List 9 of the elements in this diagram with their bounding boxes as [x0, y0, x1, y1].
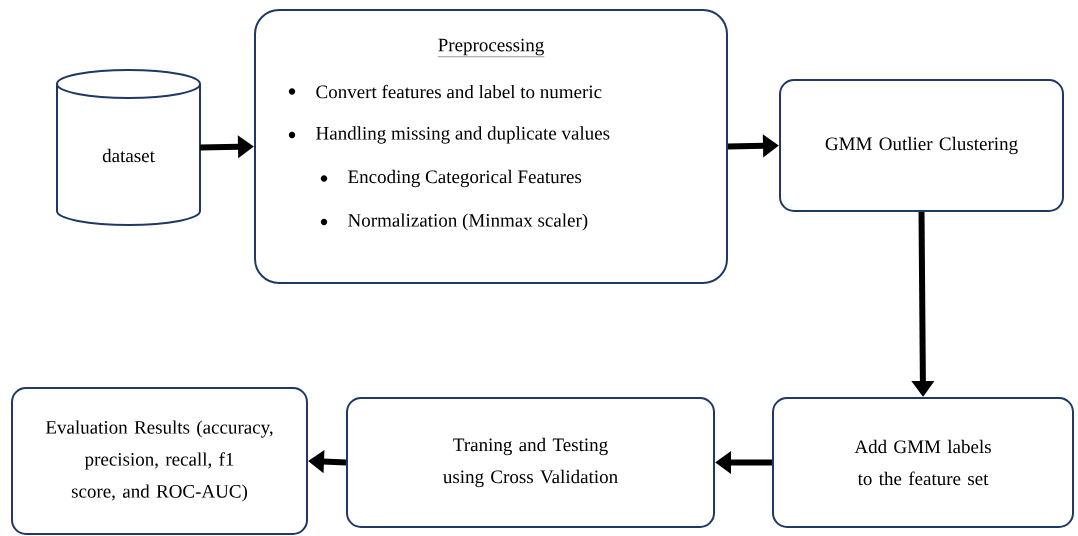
bullet-item: Normalization (Minmax scaler) — [320, 213, 588, 231]
bullet-item: Convert features and label to numeric — [288, 84, 602, 99]
bullet-item: Handling missing and duplicate values — [288, 126, 610, 144]
database-cylinder: dataset — [56, 69, 201, 226]
process-box: Add GMM labels to the feature set — [772, 397, 1074, 528]
process-box: Evaluation Results (accuracy, precision, recall, f1 score, and ROC-AUC) — [11, 387, 308, 535]
process-box: GMM Outlier Clustering — [779, 79, 1064, 212]
process-box: Traning and Testing using Cross Validation — [346, 397, 715, 528]
bullet-item: Encoding Categorical Features — [320, 169, 582, 188]
